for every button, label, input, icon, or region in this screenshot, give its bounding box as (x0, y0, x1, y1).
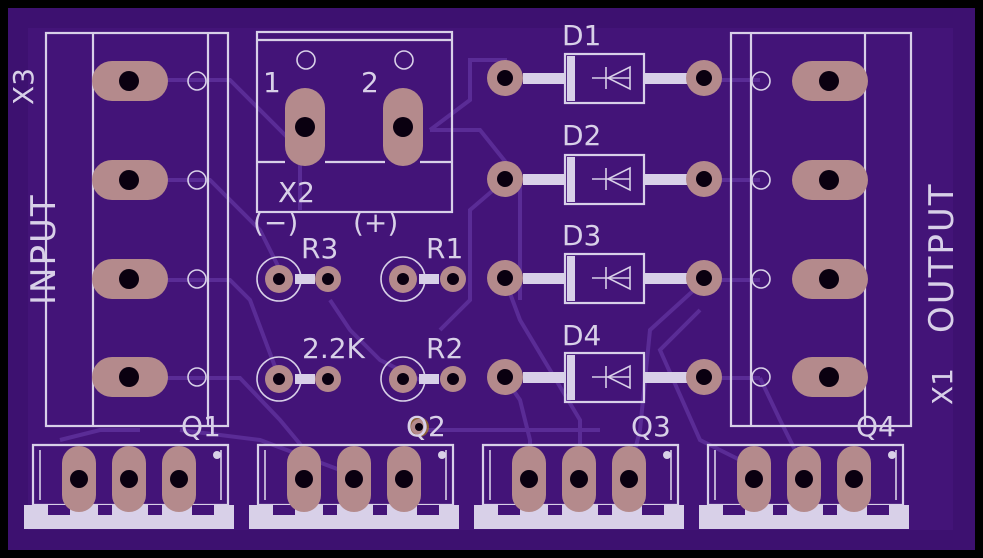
x3-label: X3 (7, 68, 40, 105)
q2-label: Q2 (406, 410, 446, 443)
diode-d4: D4 (487, 319, 722, 404)
r3-label: R3 (301, 232, 338, 265)
via (409, 417, 429, 437)
d4-label: D4 (562, 319, 601, 352)
x1-label: X1 (926, 368, 959, 405)
transistor-q1: Q1 (24, 410, 234, 529)
q1-label: Q1 (181, 410, 221, 443)
resistor-r3b: 2.2K (256, 332, 366, 402)
x1-pads (751, 61, 868, 397)
connector-x1-output: X1 OUTPUT (729, 31, 962, 428)
diode-d1: D1 (487, 19, 722, 105)
x3-pads (92, 61, 207, 397)
q4-label: Q4 (856, 410, 896, 443)
transistor-q3: Q3 (474, 410, 684, 529)
d1-label: D1 (562, 19, 601, 52)
connector-x3-input: X3 INPUT (7, 31, 230, 428)
resistor-r1: R1 (380, 232, 466, 302)
resistor-r2: R2 (380, 332, 466, 402)
r2-label: R2 (426, 332, 463, 365)
transistor-q2: Q2 (249, 410, 459, 529)
d3-label: D3 (562, 219, 601, 252)
output-label: OUTPUT (922, 182, 962, 333)
x2-minus-label: (−) (253, 206, 298, 239)
connector-x2-power: 1 2 X2 (−) (+) (253, 30, 454, 239)
x2-plus-label: (+) (353, 206, 398, 239)
resistor-r3: R3 (256, 232, 341, 302)
q3-label: Q3 (631, 410, 671, 443)
d2-label: D2 (562, 119, 601, 152)
input-label: INPUT (24, 193, 64, 305)
r3-value-label: 2.2K (302, 332, 366, 365)
r1-label: R1 (426, 232, 463, 265)
diode-d2: D2 (487, 119, 722, 206)
x2-pin1-label: 1 (263, 66, 281, 99)
transistor-q4: Q4 (699, 410, 909, 529)
x2-pin2-label: 2 (361, 66, 379, 99)
x2-label: X2 (278, 176, 315, 209)
diode-d3: D3 (487, 219, 722, 305)
